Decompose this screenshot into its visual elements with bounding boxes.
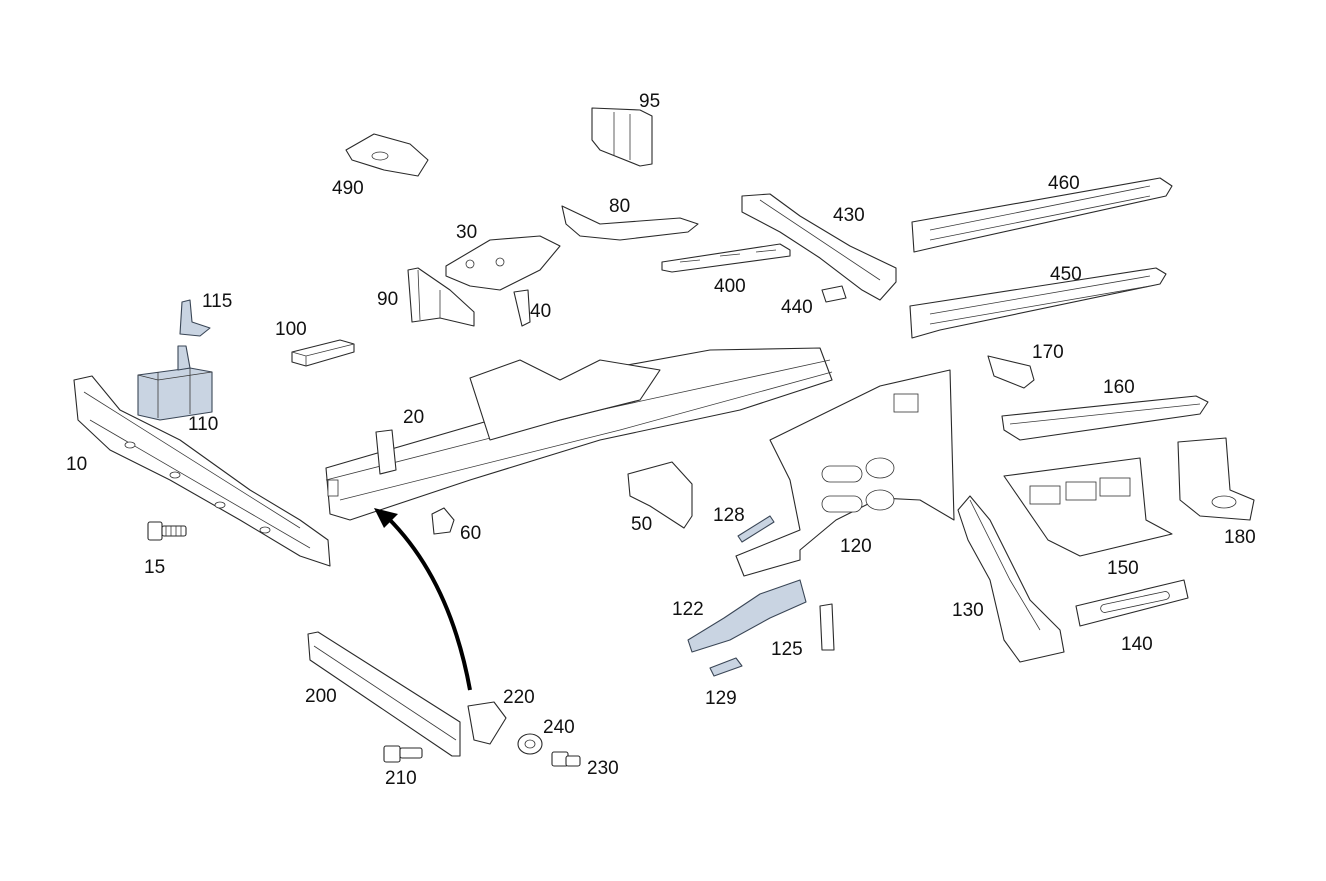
callout-400: 400 [714, 276, 746, 297]
part-60-clip [431, 507, 455, 535]
callout-110: 110 [188, 414, 219, 435]
callout-122: 122 [672, 599, 704, 620]
part-15-bolt [147, 521, 187, 541]
callout-95: 95 [639, 91, 661, 112]
callout-100: 100 [275, 319, 307, 340]
part-122-reinforcement [687, 579, 807, 653]
callout-130: 130 [952, 600, 984, 621]
callout-129: 129 [705, 688, 737, 709]
part-200-brace [307, 631, 461, 757]
part-130-pillar [957, 495, 1065, 663]
part-100-channel [291, 339, 355, 367]
part-430-member [741, 193, 897, 301]
part-10-bumper-beam [73, 375, 331, 567]
part-30-plate [445, 235, 561, 291]
callout-60: 60 [460, 523, 482, 544]
part-240-nut [517, 733, 543, 755]
callout-90: 90 [377, 289, 399, 310]
part-140-panel [1075, 579, 1189, 627]
part-40-clip [513, 289, 531, 327]
part-160-cross-member [1001, 395, 1209, 441]
part-125-bracket [819, 603, 835, 651]
part-170-bracket [987, 355, 1035, 389]
callout-460: 460 [1048, 173, 1080, 194]
part-490-plate [345, 133, 429, 177]
part-20-frame-rail [325, 347, 833, 521]
part-450-rail [909, 267, 1167, 339]
callout-160: 160 [1103, 377, 1135, 398]
part-120-wheel-arch [735, 369, 955, 577]
callout-200: 200 [305, 686, 337, 707]
part-230-bolt [551, 751, 581, 767]
callout-20: 20 [403, 407, 425, 428]
part-80-reinforcement [561, 205, 699, 241]
part-115-bracket [179, 299, 211, 337]
callout-30: 30 [456, 222, 478, 243]
callout-490: 490 [332, 178, 364, 199]
callout-210: 210 [385, 768, 417, 789]
callout-440: 440 [781, 297, 813, 318]
callout-180: 180 [1224, 527, 1256, 548]
part-180-bracket [1177, 437, 1255, 521]
callout-10: 10 [66, 454, 88, 475]
part-440-bracket [821, 285, 847, 303]
part-460-rail [911, 177, 1173, 253]
callout-40: 40 [530, 301, 552, 322]
assembly-arrow [374, 508, 472, 691]
callout-50: 50 [631, 514, 653, 535]
part-400-strip [661, 243, 791, 273]
callout-220: 220 [503, 687, 535, 708]
part-110-bracket [137, 345, 213, 421]
part-50-bracket [627, 461, 693, 529]
part-95-bracket [591, 107, 653, 167]
callout-240: 240 [543, 717, 575, 738]
part-210-bolt [383, 745, 423, 763]
callout-150: 150 [1107, 558, 1139, 579]
callout-125: 125 [771, 639, 803, 660]
callout-140: 140 [1121, 634, 1153, 655]
callout-115: 115 [202, 291, 233, 312]
part-220-bracket [467, 701, 507, 745]
part-150-floor-panel [1003, 457, 1173, 557]
callout-430: 430 [833, 205, 865, 226]
callout-170: 170 [1032, 342, 1064, 363]
callout-120: 120 [840, 536, 872, 557]
part-90-bracket [407, 267, 475, 327]
callout-230: 230 [587, 758, 619, 779]
part-128-bracket [737, 515, 775, 543]
callout-450: 450 [1050, 264, 1082, 285]
callout-128: 128 [713, 505, 745, 526]
part-129-clip [709, 657, 743, 677]
callout-80: 80 [609, 196, 631, 217]
callout-15: 15 [144, 557, 166, 578]
